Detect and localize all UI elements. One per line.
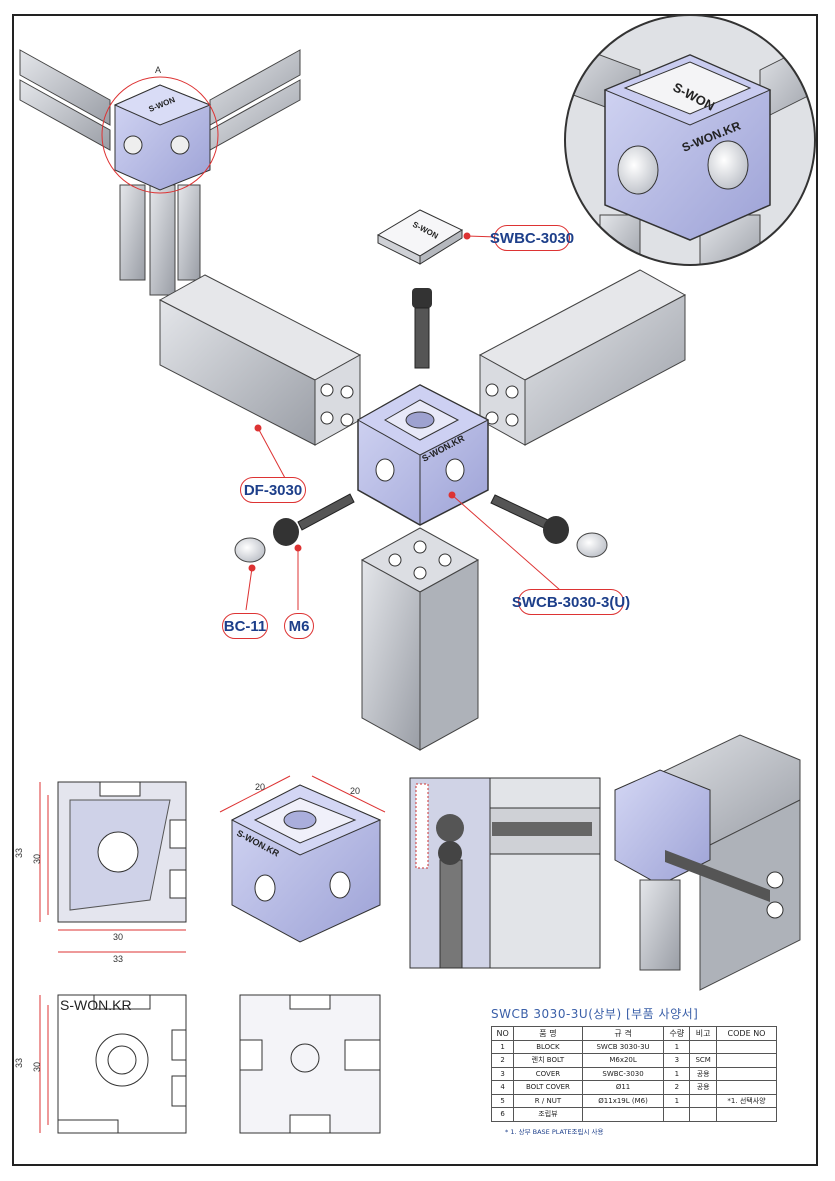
callout-bolt: M6	[284, 613, 314, 639]
drawing-logo: S-WON.KR	[60, 997, 132, 1013]
dim-iso-a: 20	[255, 782, 265, 792]
spec-table: NO 품 명 규 격 수량 비고 CODE NO 1 BLOCK SWCB 30…	[490, 1026, 777, 1122]
cell	[689, 1107, 718, 1122]
cell: 1	[663, 1066, 691, 1081]
col-spec: 규 격	[581, 1026, 665, 1041]
dim-top-outer: 33	[14, 1058, 24, 1068]
cell: BOLT COVER	[513, 1080, 583, 1095]
dim-inner-v: 30	[32, 854, 42, 864]
leader-lines	[245, 232, 561, 611]
table-row: 3 COVER SWBC-3030 1 공용	[490, 1066, 777, 1081]
detail-zoom-view: S-WON S-WON.KR	[564, 14, 816, 266]
cell	[581, 1107, 665, 1122]
cell: COVER	[513, 1066, 583, 1081]
cell: 3	[490, 1066, 515, 1081]
dim-iso-b: 20	[350, 786, 360, 796]
cell: SWBC-3030	[581, 1066, 665, 1081]
cell: 공용	[689, 1080, 718, 1095]
cell: 공용	[689, 1066, 718, 1081]
table-row: 2 렌치 BOLT M6x20L 3 SCM	[490, 1053, 777, 1068]
cell: 3	[663, 1053, 691, 1068]
table-row: 6 조립뷰	[490, 1107, 777, 1122]
cell: *1. 선택사양	[716, 1093, 777, 1108]
parts-spec-sheet: SWCB 3030-3U(상부) [부품 사양서] NO 품 명 규 격 수량 …	[490, 1005, 777, 1136]
table-row: 4 BOLT COVER Ø11 2 공용	[490, 1080, 777, 1095]
cell	[716, 1080, 777, 1095]
dim-outer-h: 33	[113, 954, 123, 964]
callout-cover: SWBC-3030	[490, 225, 574, 251]
cell: 6	[490, 1107, 515, 1122]
cell: SWCB 3030-3U	[581, 1039, 665, 1054]
dim-outer-v: 33	[14, 848, 24, 858]
table-row: 1 BLOCK SWCB 3030-3U 1	[490, 1039, 777, 1054]
cell: 4	[490, 1080, 515, 1095]
cell: 1	[663, 1093, 691, 1108]
block-side-drawing	[239, 994, 381, 1134]
col-qty: 수량	[663, 1026, 691, 1041]
assembled-corner-view: A S-WON	[19, 49, 301, 296]
spec-header-row: NO 품 명 규 격 수량 비고 CODE NO	[490, 1026, 777, 1041]
spec-note: * 1. 상부 BASE PLATE조립시 사용	[505, 1127, 604, 1136]
cell	[689, 1093, 718, 1108]
cell: M6x20L	[581, 1053, 665, 1068]
dim-top-inner: 30	[32, 1062, 42, 1072]
callout-block: SWCB-3030-3(U)	[512, 589, 630, 615]
cell: 2	[663, 1080, 691, 1095]
cell	[716, 1066, 777, 1081]
block-top-drawing: 33 30 S-WON.KR	[14, 994, 187, 1134]
cell: BLOCK	[513, 1039, 583, 1054]
cell: SCM	[689, 1053, 718, 1068]
col-remark: 비고	[689, 1026, 718, 1041]
col-code: CODE NO	[716, 1026, 777, 1041]
page-frame	[12, 14, 818, 1166]
col-name: 품 명	[513, 1026, 583, 1041]
cell: 1	[663, 1039, 691, 1054]
cell: 5	[490, 1093, 515, 1108]
section-view	[409, 777, 601, 969]
callout-bolt-cover: BC-11	[222, 613, 268, 639]
detail-a-label: A	[155, 65, 161, 75]
block-front-view: 33 30 30 33	[14, 781, 187, 964]
cell: 렌치 BOLT	[513, 1053, 583, 1068]
dim-inner-h: 30	[113, 932, 123, 942]
spec-title: SWCB 3030-3U(상부) [부품 사양서]	[491, 1007, 699, 1021]
cell: R / NUT	[513, 1093, 583, 1108]
cell: Ø11	[581, 1080, 665, 1095]
assembled-cutaway-view	[614, 734, 801, 991]
cell	[689, 1039, 718, 1054]
block-iso-view: 20 20 S-WON.KR	[219, 775, 386, 943]
cell	[716, 1107, 777, 1122]
cell: 1	[490, 1039, 515, 1054]
cell	[663, 1107, 691, 1122]
cell: Ø11x19L (M6)	[581, 1093, 665, 1108]
cell	[716, 1053, 777, 1068]
callout-profile: DF-3030	[240, 477, 306, 503]
col-no: NO	[490, 1026, 515, 1041]
cell: 조립뷰	[513, 1107, 583, 1122]
table-row: 5 R / NUT Ø11x19L (M6) 1 *1. 선택사양	[490, 1093, 777, 1108]
cell: 2	[490, 1053, 515, 1068]
cell	[716, 1039, 777, 1054]
exploded-parts: S-WON S-WON.KR	[158, 209, 687, 751]
